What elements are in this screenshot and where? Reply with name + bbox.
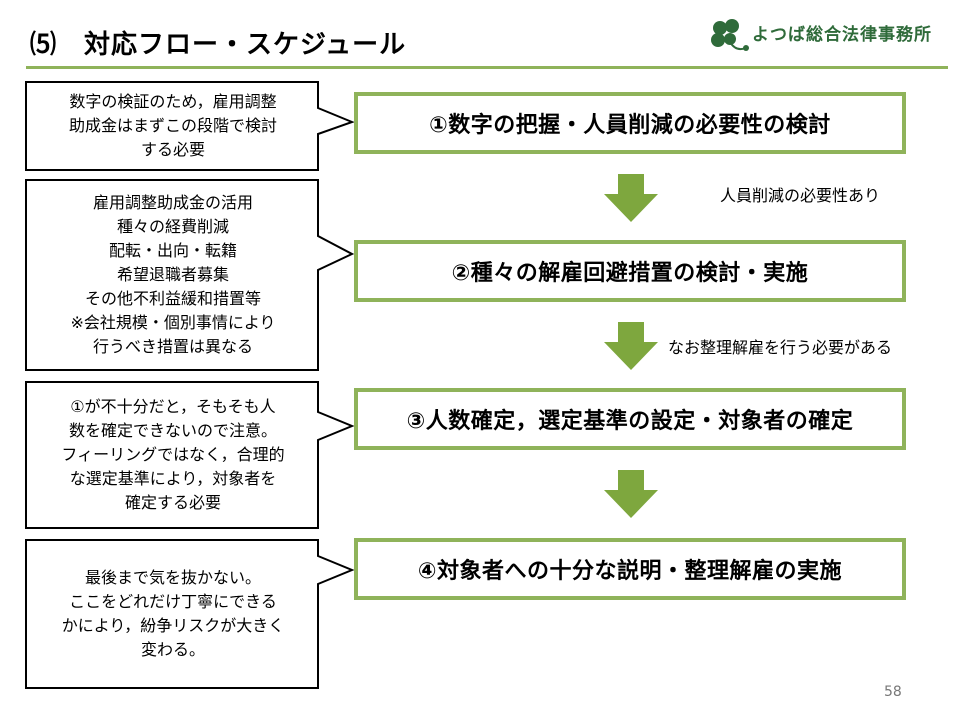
callout-box-4: [25, 539, 355, 689]
down-arrow-icon: [604, 322, 658, 370]
page-number: 58: [884, 684, 902, 700]
note-2: 雇用調整助成金の活用 種々の経費削減 配転・出向・転籍 希望退職者募集 その他不…: [70, 193, 276, 356]
condition-label-1: 人員削減の必要性あり: [720, 186, 881, 205]
flow-step-3: ③人数確定，選定基準の設定・対象者の確定: [354, 388, 906, 450]
flow-step-3-label: ③人数確定，選定基準の設定・対象者の確定: [406, 409, 854, 434]
flow-step-2-label: ②種々の解雇回避措置の検討・実施: [451, 261, 809, 286]
flow-step-1-label: ①数字の把握・人員削減の必要性の検討: [429, 113, 831, 138]
firm-logo-text: よつば総合法律事務所: [752, 25, 932, 45]
flow-step-1: ①数字の把握・人員削減の必要性の検討: [354, 92, 906, 154]
page-title: ⑸ 対応フロー・スケジュール: [30, 30, 407, 60]
flow-step-2: ②種々の解雇回避措置の検討・実施: [354, 240, 906, 302]
flow-step-4: ④対象者への十分な説明・整理解雇の実施: [354, 538, 906, 600]
note-4: 最後まで気を抜かない。 ここをどれだけ丁寧にできる かにより，紛争リスクが大きく…: [61, 568, 285, 659]
clover-icon: [711, 19, 749, 51]
condition-label-2: なお整理解雇を行う必要がある: [668, 338, 893, 357]
down-arrow-icon: [604, 174, 658, 222]
note-3: ①が不十分だと，そもそも人 数を確定できないので注意。 フィーリングではなく，合…: [61, 397, 285, 512]
header-rule: [26, 66, 948, 69]
callout-box-2: [25, 179, 355, 371]
callout-box-3: [25, 381, 355, 529]
down-arrow-icon: [604, 470, 658, 518]
flow-step-4-label: ④対象者への十分な説明・整理解雇の実施: [417, 559, 843, 584]
callout-box-1: [25, 81, 355, 171]
note-1: 数字の検証のため，雇用調整 助成金はまずこの段階で検討 する必要: [68, 92, 277, 159]
